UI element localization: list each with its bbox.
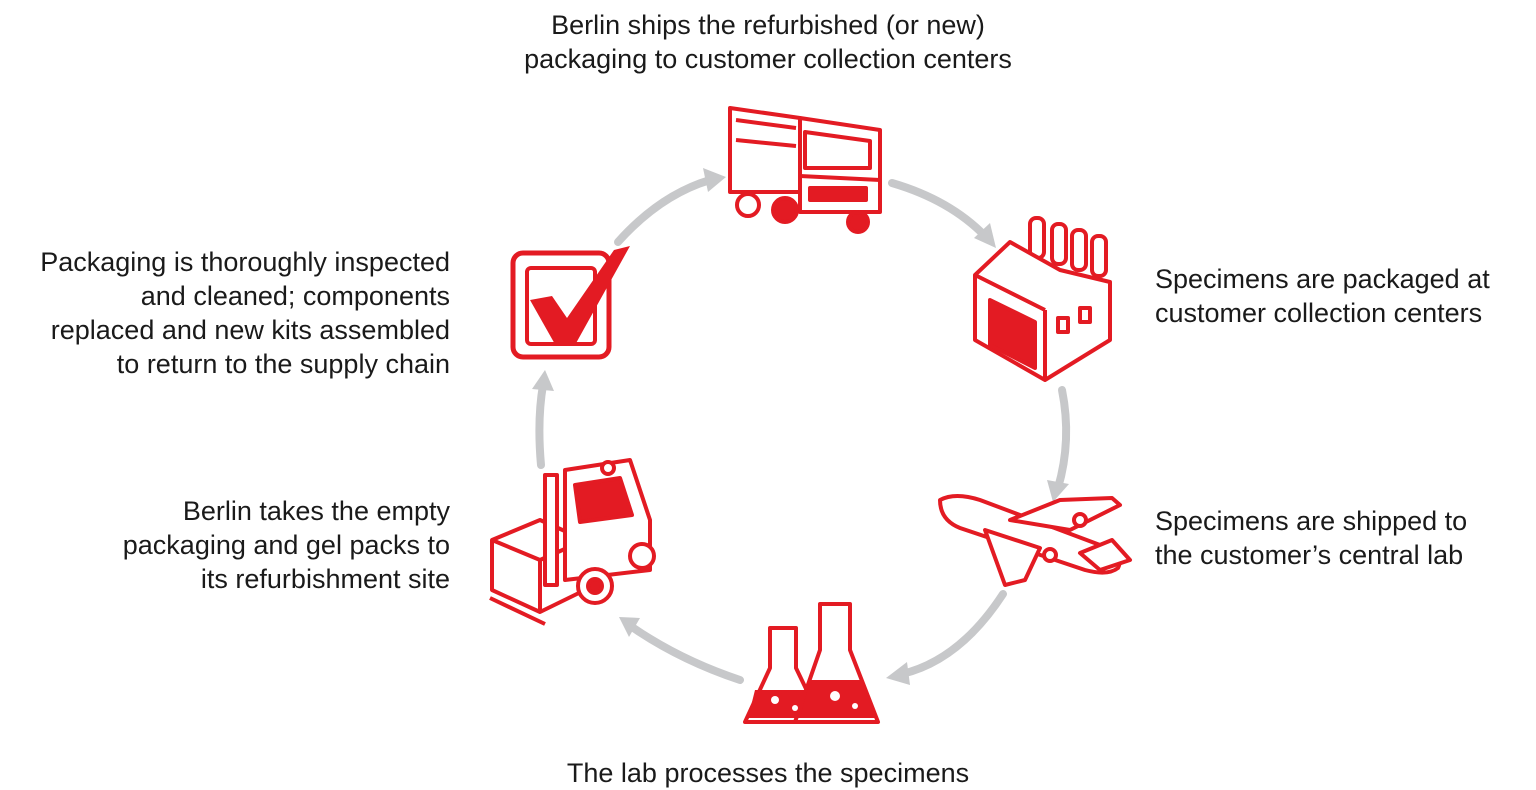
label-line: Berlin takes the empty	[182, 496, 450, 526]
label-line: Specimens are shipped to	[1155, 506, 1468, 536]
step-lab-label: The lab processes the specimens	[468, 756, 1068, 790]
arrow-head	[619, 617, 640, 637]
label-line: Packaging is thoroughly inspected	[40, 247, 450, 277]
truck-icon	[728, 106, 882, 234]
arrow-factory-to-plane	[1054, 386, 1071, 492]
arrow-head	[1047, 480, 1069, 502]
label-line: Specimens are packaged at	[1155, 264, 1490, 294]
arrow-forklift-to-inspect	[535, 381, 547, 469]
arrow-plane-to-lab	[898, 590, 1007, 678]
cycle-arrows	[532, 168, 1071, 685]
label-line: packaging to customer collection centers	[524, 44, 1012, 74]
label-line: customer collection centers	[1155, 298, 1483, 328]
forklift-icon	[489, 458, 656, 626]
arrow-head	[974, 223, 996, 248]
step-collect-label: Berlin takes the empty packaging and gel…	[40, 494, 450, 596]
step-ship-label: Berlin ships the refurbished (or new) pa…	[468, 8, 1068, 76]
label-line: Berlin ships the refurbished (or new)	[551, 10, 985, 40]
step-package-label: Specimens are packaged at customer colle…	[1155, 262, 1535, 330]
factory-icon	[973, 216, 1112, 382]
arrow-head	[703, 168, 726, 192]
label-line: replaced and new kits assembled	[50, 315, 450, 345]
checkbox-icon	[510, 246, 630, 360]
arrow-head	[532, 370, 554, 391]
step-air-label: Specimens are shipped to the customer’s …	[1155, 504, 1535, 572]
label-line: to return to the supply chain	[116, 349, 450, 379]
label-line: The lab processes the specimens	[566, 758, 970, 788]
step-inspect-label: Packaging is thoroughly inspected and cl…	[0, 245, 450, 381]
arrow-head	[886, 662, 910, 685]
label-line: its refurbishment site	[200, 564, 450, 594]
airplane-icon	[938, 494, 1132, 587]
label-line: the customer’s central lab	[1155, 540, 1464, 570]
flasks-icon	[743, 602, 880, 724]
label-line: packaging and gel packs to	[122, 530, 450, 560]
label-line: and cleaned; components	[140, 281, 450, 311]
arrow-ship-to-factory	[888, 179, 989, 240]
arrow-inspect-to-ship	[614, 176, 714, 246]
arrow-lab-to-forklift	[628, 623, 744, 684]
